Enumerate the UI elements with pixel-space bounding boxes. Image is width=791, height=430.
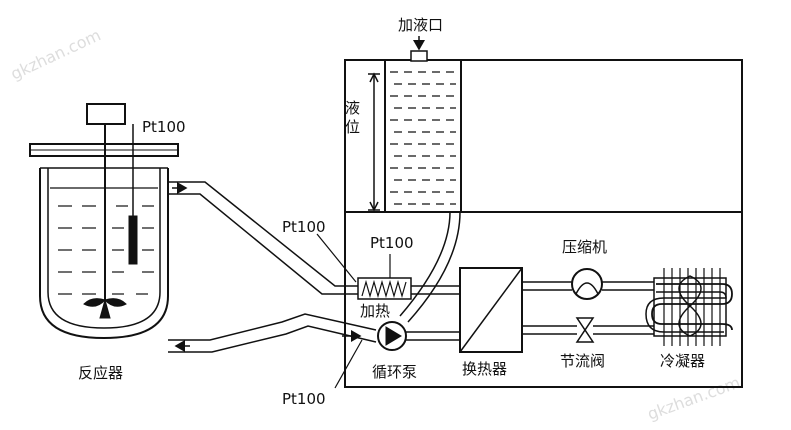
pt100-outlet-label: Pt100 bbox=[282, 218, 326, 236]
pt100-heater-label: Pt100 bbox=[370, 234, 414, 252]
heater bbox=[357, 254, 460, 300]
pt100-leader-line bbox=[316, 233, 357, 283]
pt100-reactor-label: Pt100 bbox=[142, 118, 186, 136]
heater-label: 加热 bbox=[360, 302, 390, 320]
fill-port-label: 加液口 bbox=[398, 16, 443, 34]
condenser bbox=[645, 268, 733, 346]
heat-exchanger-label: 换热器 bbox=[462, 360, 507, 378]
compressor bbox=[571, 268, 603, 300]
reactor bbox=[29, 103, 179, 340]
reactor-label: 反应器 bbox=[78, 364, 123, 382]
throttle-valve bbox=[575, 317, 595, 343]
level-label: 液位 bbox=[343, 100, 361, 138]
reservoir bbox=[368, 36, 462, 213]
throttle-valve-label: 节流阀 bbox=[560, 352, 605, 370]
pt100-leader-line bbox=[334, 339, 363, 389]
heat-exchanger bbox=[406, 267, 523, 353]
condenser-label: 冷凝器 bbox=[660, 352, 705, 370]
pump-label: 循环泵 bbox=[372, 363, 417, 381]
watermark: gkzhan.com bbox=[8, 25, 104, 83]
compressor-label: 压缩机 bbox=[562, 238, 607, 256]
piping bbox=[168, 181, 377, 353]
pt100-bottom-label: Pt100 bbox=[282, 390, 326, 408]
watermark: gkzhan.com bbox=[645, 373, 743, 424]
reservoir-drain-pipe bbox=[399, 211, 461, 323]
refrigerant-loop bbox=[522, 281, 656, 335]
circulation-pump bbox=[377, 321, 407, 351]
